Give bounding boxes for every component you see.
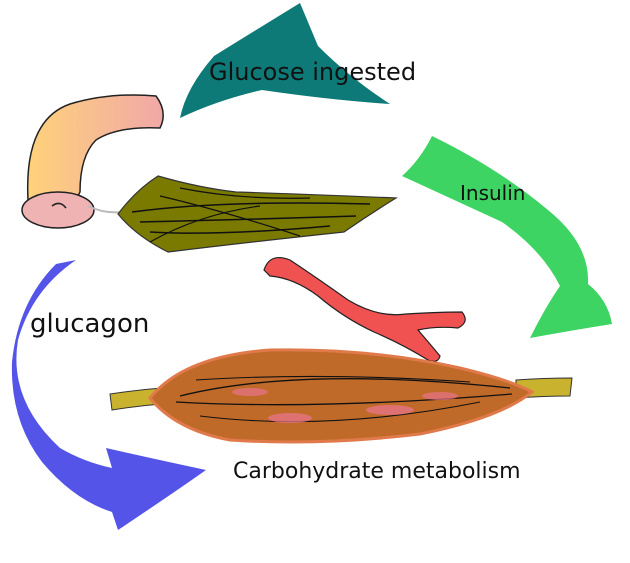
glucagon-arrow: [11, 260, 206, 530]
stomach-icon: [21, 94, 164, 229]
muscle-icon: [109, 348, 573, 444]
glucagon-label: glucagon: [30, 309, 150, 339]
carbohydrate-metabolism-label: Carbohydrate metabolism: [233, 459, 521, 484]
pancreas-icon: [117, 175, 398, 253]
insulin-label: Insulin: [460, 181, 526, 205]
blood-vessel-icon: [263, 257, 466, 362]
glucose-ingested-label: Glucose ingested: [209, 58, 417, 86]
insulin-arrow: [402, 136, 612, 338]
glucose-arrow: [180, 3, 390, 118]
